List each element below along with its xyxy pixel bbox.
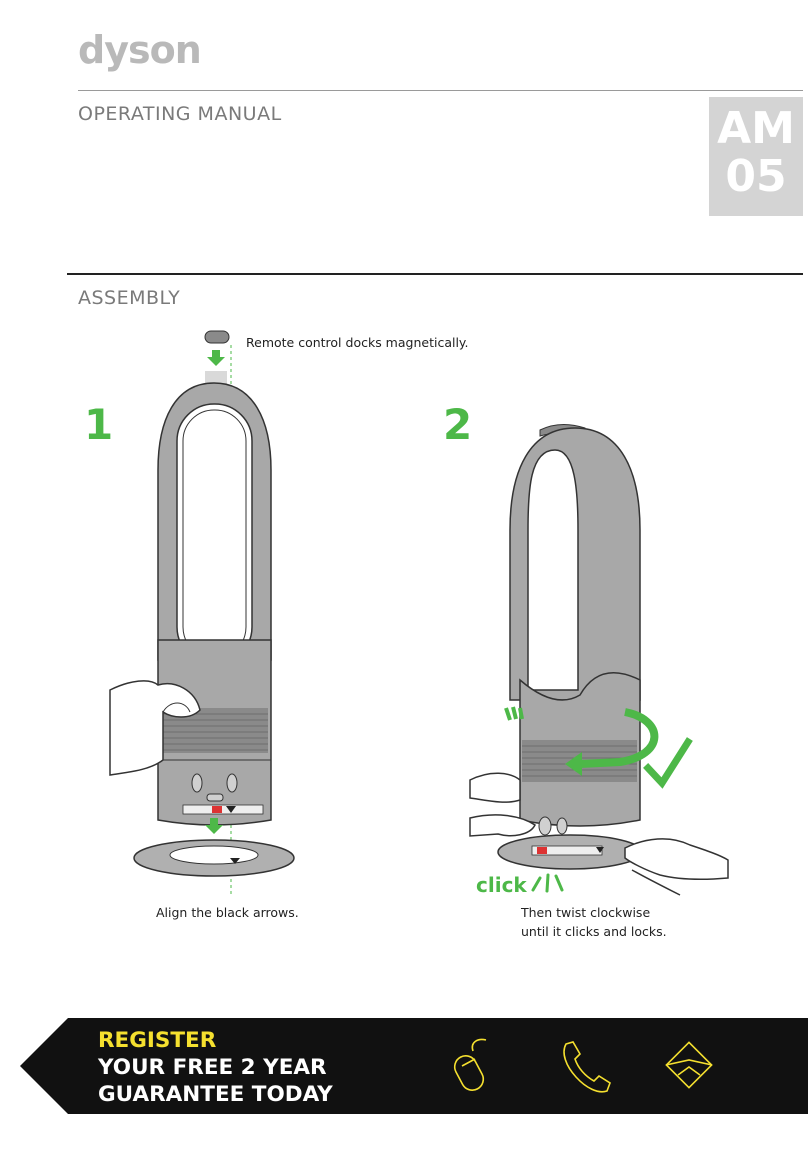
- step-2-caption-line-1: Then twist clockwise: [521, 905, 651, 920]
- dyson-logo: dyson: [78, 28, 202, 72]
- guarantee-line-2: GUARANTEE TODAY: [98, 1082, 333, 1107]
- remote-dock-note: Remote control docks magnetically.: [246, 335, 469, 350]
- envelope-icon: [665, 1041, 713, 1089]
- section-divider: [67, 273, 803, 275]
- mouse-icon: [453, 1038, 487, 1091]
- header-divider: [78, 90, 803, 91]
- check-icon: [643, 737, 693, 789]
- model-badge: AM 05: [709, 97, 803, 216]
- model-line-1: AM: [717, 103, 795, 154]
- guarantee-line-1: YOUR FREE 2 YEAR: [98, 1055, 327, 1080]
- register-banner-text[interactable]: REGISTER YOUR FREE 2 YEAR GUARANTEE TODA…: [98, 1027, 333, 1108]
- model-line-2: 05: [725, 151, 787, 202]
- step2-illustration: [469, 424, 729, 896]
- step-2-number: 2: [443, 400, 473, 449]
- manual-title: OPERATING MANUAL: [78, 103, 282, 125]
- phone-icon: [563, 1041, 611, 1093]
- hand-left-step1: [109, 680, 201, 776]
- step-2-caption-line-2: until it clicks and locks.: [521, 924, 667, 939]
- step-2-caption: Then twist clockwise until it clicks and…: [521, 903, 667, 941]
- step-1-caption: Align the black arrows.: [156, 905, 299, 920]
- click-label: click: [476, 873, 527, 897]
- register-heading: REGISTER: [98, 1028, 217, 1053]
- step1-illustration: [109, 330, 295, 895]
- section-title: ASSEMBLY: [78, 287, 181, 309]
- step-1-number: 1: [84, 400, 114, 449]
- register-banner: [20, 1018, 808, 1114]
